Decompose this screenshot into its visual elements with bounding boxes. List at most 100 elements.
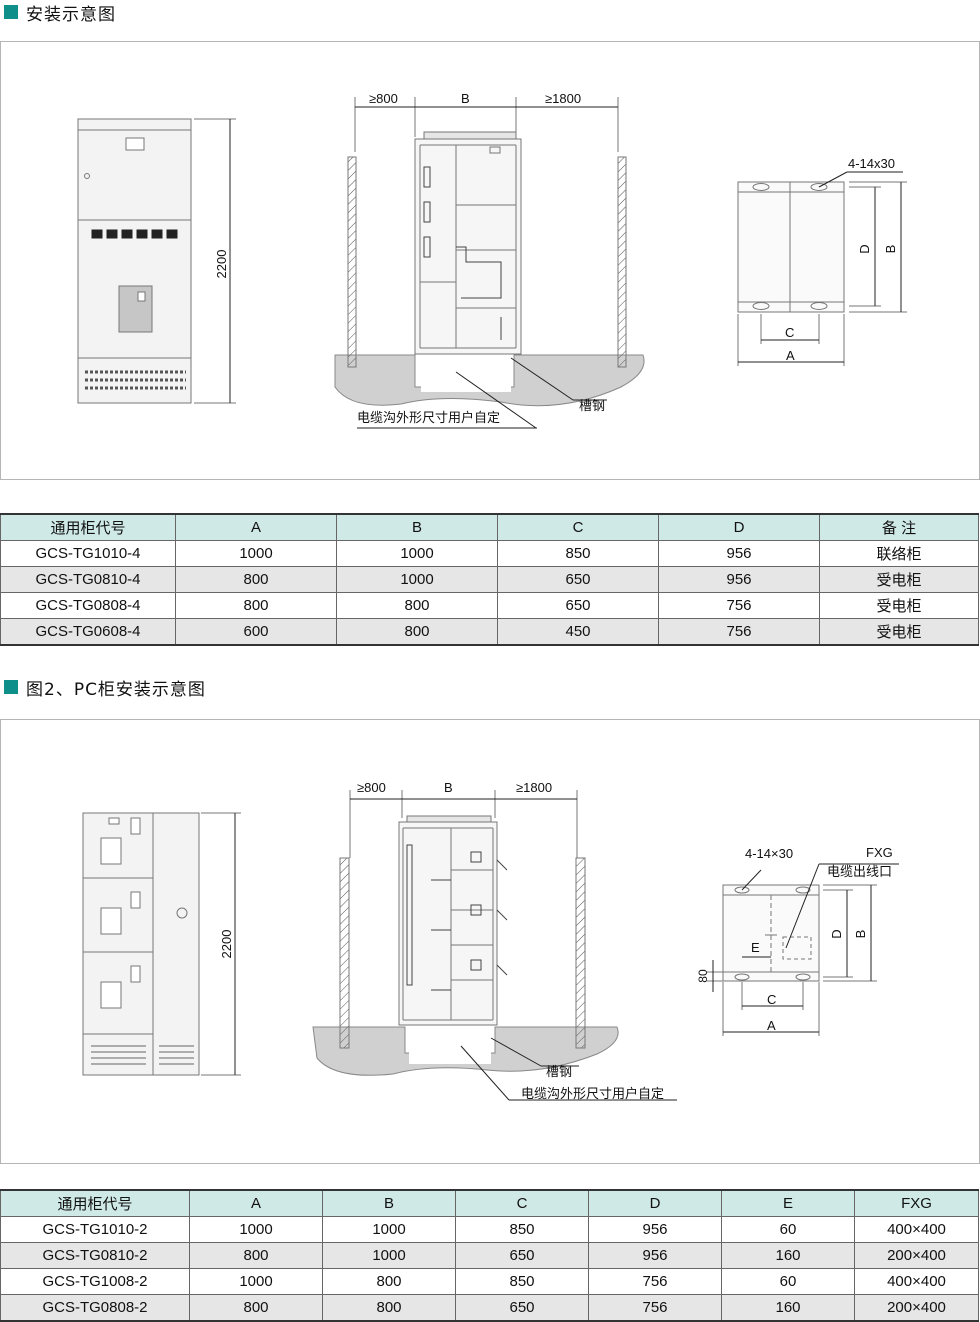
table-cell: 800 [322,1294,456,1322]
col-header: C [497,513,659,541]
plan-80-label: 80 [696,969,710,983]
table-cell: GCS-TG0608-4 [0,618,176,646]
table-cell: 1000 [189,1216,323,1243]
table-cell: 400×400 [854,1216,979,1243]
section-title-text: 安装示意图 [26,4,116,25]
holes-label: 4-14x30 [848,156,895,171]
table-cell: 160 [721,1294,855,1322]
table-cell: 800 [322,1268,456,1295]
teal-square-icon [4,5,18,19]
col-header: A [175,513,337,541]
table-cell: GCS-TG1010-4 [0,540,176,567]
table-cell: GCS-TG1010-2 [0,1216,190,1243]
col-header: C [455,1189,589,1217]
table-row: GCS-TG0808-2 800 800 650 756 160 200×400 [0,1294,979,1322]
table-row: GCS-TG0608-4 600 800 450 756 受电柜 [0,618,979,646]
plan-b-label: B [853,930,868,939]
pc-cabinet-side-view [312,790,677,1101]
teal-square-icon [4,680,18,694]
table-cell: 400×400 [854,1268,979,1295]
channel-steel-label: 槽钢 [579,398,605,413]
plan-c-label: C [785,325,794,340]
section-title-text: 图2、PC柜安装示意图 [26,679,206,700]
plan-e-label: E [751,940,760,955]
plan-b-label: B [883,245,898,254]
height-2200-label: 2200 [219,930,234,959]
table-cell: 受电柜 [819,592,979,619]
table-cell: GCS-TG1008-2 [0,1268,190,1295]
table-row: GCS-TG1010-2 1000 1000 850 956 60 400×40… [0,1216,979,1243]
plan-d-label: D [829,929,844,938]
col-header: E [721,1189,855,1217]
table-cell: 650 [497,566,659,593]
table-cell: 1000 [322,1216,456,1243]
col-header: FXG [854,1189,979,1217]
table-cell: 650 [455,1242,589,1269]
col-header: 备 注 [819,513,979,541]
cable-trench-label: 电缆沟外形尺寸用户自定 [357,410,500,425]
pc-base-plan-view [707,863,899,1036]
table-cell: 756 [588,1268,722,1295]
plan-a-label: A [786,348,795,363]
dim-right-label: ≥1800 [545,91,581,106]
table-cell: 650 [497,592,659,619]
pc-diagram: 2200 [82,780,899,1101]
table-cell: 756 [658,592,820,619]
table-cell: 956 [658,540,820,567]
table-cell: 850 [497,540,659,567]
plan-c-label: C [767,992,776,1007]
table-cell: 956 [658,566,820,593]
table-cell: 60 [721,1268,855,1295]
install-diagram-panel: 2200 [0,41,980,480]
table-cell: 800 [189,1294,323,1322]
table-cell: GCS-TG0808-4 [0,592,176,619]
table-cell: 800 [336,592,498,619]
section-title-install: 安装示意图 [4,0,116,25]
table-row: GCS-TG1010-4 1000 1000 850 956 联络柜 [0,540,979,567]
table-cell: 受电柜 [819,618,979,646]
col-header: 通用柜代号 [0,513,176,541]
fxg-label: FXG [866,845,893,860]
table-cell: 800 [189,1242,323,1269]
dim-b-label: B [461,91,470,106]
col-header: A [189,1189,323,1217]
channel-steel-label: 槽钢 [546,1064,572,1079]
col-header: B [322,1189,456,1217]
dim-left-label: ≥800 [357,780,386,795]
table-cell: 600 [175,618,337,646]
plan-a-label: A [767,1018,776,1033]
table-cell: 200×400 [854,1242,979,1269]
table-cell: 650 [455,1294,589,1322]
cabinet-side-view [334,97,645,429]
table-cell: 956 [588,1216,722,1243]
table-row: GCS-TG1008-2 1000 800 850 756 60 400×400 [0,1268,979,1295]
section-title-pc: 图2、PC柜安装示意图 [4,675,206,700]
table-cell: 800 [175,566,337,593]
table-row: GCS-TG0810-2 800 1000 650 956 160 200×40… [0,1242,979,1269]
table-cell: 450 [497,618,659,646]
col-header: D [658,513,820,541]
col-header: 通用柜代号 [0,1189,190,1217]
table-cell: 60 [721,1216,855,1243]
table-cell: 160 [721,1242,855,1269]
table-cell: 800 [175,592,337,619]
table-cell: GCS-TG0808-2 [0,1294,190,1322]
cabinet-front-view [77,118,236,404]
col-header: D [588,1189,722,1217]
table-cell: 756 [588,1294,722,1322]
table-header-row: 通用柜代号 A B C D 备 注 [0,513,979,541]
pc-diagram-panel: 2200 [0,719,980,1164]
spec-table-2: 通用柜代号 A B C D E FXG GCS-TG1010-2 1000 10… [0,1189,979,1322]
dim-left-label: ≥800 [369,91,398,106]
table-cell: 850 [455,1216,589,1243]
table-cell: 1000 [189,1268,323,1295]
table-cell: GCS-TG0810-2 [0,1242,190,1269]
table-cell: 联络柜 [819,540,979,567]
table-cell: 1000 [322,1242,456,1269]
table-row: GCS-TG0810-4 800 1000 650 956 受电柜 [0,566,979,593]
table-header-row: 通用柜代号 A B C D E FXG [0,1189,979,1217]
holes-label: 4-14×30 [745,846,793,861]
dim-b-label: B [444,780,453,795]
base-plan-view [737,171,907,366]
table-cell: 756 [658,618,820,646]
